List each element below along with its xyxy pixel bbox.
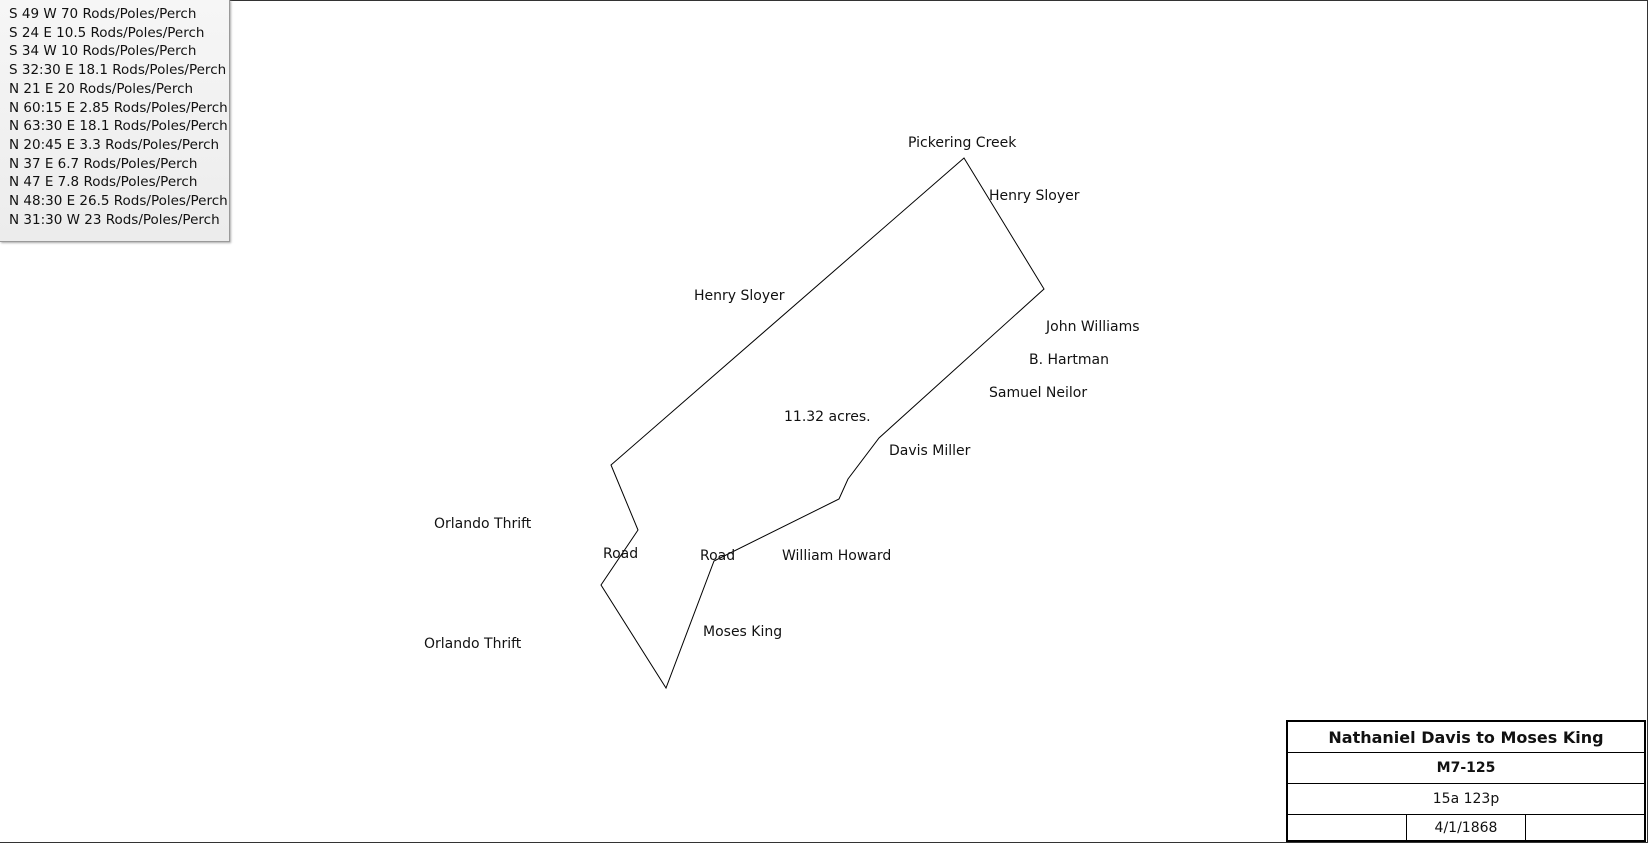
label-henry-sloyer-northwest: Henry Sloyer bbox=[694, 288, 785, 304]
call-line: N 37 E 6.7 Rods/Poles/Perch bbox=[9, 155, 198, 172]
label-moses-king: Moses King bbox=[703, 624, 783, 640]
label-road-west: Road bbox=[603, 546, 639, 562]
call-line: N 47 E 7.8 Rods/Poles/Perch bbox=[9, 174, 198, 191]
metes-bounds-calls-panel: S 49 W 70 Rods/Poles/Perch S 24 E 10.5 Ro… bbox=[0, 0, 230, 242]
call-line: N 21 E 20 Rods/Poles/Perch bbox=[9, 80, 194, 97]
label-b-hartman: B. Hartman bbox=[1029, 352, 1109, 368]
label-william-howard: William Howard bbox=[782, 548, 892, 564]
label-john-williams: John Williams bbox=[1046, 319, 1140, 335]
deed-date: 4/1/1868 bbox=[1406, 815, 1526, 842]
call-line: N 48:30 E 26.5 Rods/Poles/Perch bbox=[9, 193, 228, 210]
deed-volume-page: 15a 123p bbox=[1288, 784, 1644, 815]
label-henry-sloyer-northeast: Henry Sloyer bbox=[989, 188, 1080, 204]
label-pickering-creek: Pickering Creek bbox=[908, 135, 1017, 151]
deed-cell-right bbox=[1526, 815, 1644, 842]
label-davis-miller: Davis Miller bbox=[889, 443, 971, 459]
parcel-boundary[interactable] bbox=[600, 157, 1045, 690]
deed-reference: M7-125 bbox=[1288, 753, 1644, 784]
deed-date-row: 4/1/1868 bbox=[1288, 815, 1644, 842]
call-line: S 49 W 70 Rods/Poles/Perch bbox=[9, 6, 197, 22]
call-line: S 34 W 10 Rods/Poles/Perch bbox=[9, 43, 197, 60]
label-orlando-thrift-north: Orlando Thrift bbox=[434, 516, 532, 532]
deed-title: Nathaniel Davis to Moses King bbox=[1288, 722, 1644, 753]
deed-cell-left bbox=[1288, 815, 1406, 842]
deed-title-block: Nathaniel Davis to Moses King M7-125 15a… bbox=[1286, 720, 1646, 842]
label-acreage: 11.32 acres. bbox=[784, 409, 871, 425]
call-line: N 60:15 E 2.85 Rods/Poles/Perch bbox=[9, 99, 228, 116]
call-line: N 20:45 E 3.3 Rods/Poles/Perch bbox=[9, 136, 220, 153]
call-line: N 31:30 W 23 Rods/Poles/Perch bbox=[9, 211, 220, 228]
call-line: S 32:30 E 18.1 Rods/Poles/Perch bbox=[9, 62, 227, 79]
label-orlando-thrift-south: Orlando Thrift bbox=[424, 636, 522, 652]
call-line: S 24 E 10.5 Rods/Poles/Perch bbox=[9, 24, 205, 41]
label-samuel-neilor: Samuel Neilor bbox=[989, 385, 1088, 401]
label-road-east: Road bbox=[700, 548, 736, 564]
call-line: N 63:30 E 18.1 Rods/Poles/Perch bbox=[9, 118, 228, 135]
